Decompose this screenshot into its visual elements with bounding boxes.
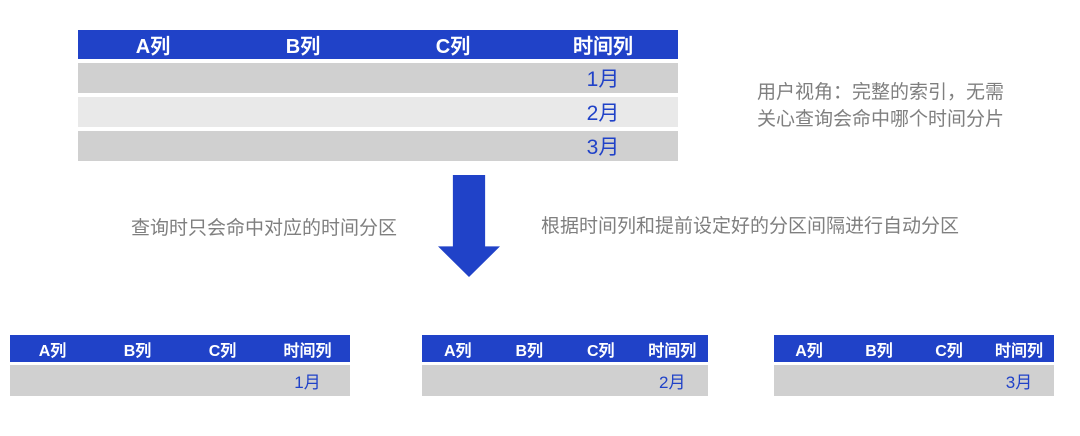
column-header-b: B列 (515, 342, 544, 360)
partition-table-february: A列 B列 C列 时间列 2月 (422, 335, 708, 396)
column-header-time: 时间列 (573, 36, 633, 58)
table-row: 1月 (78, 63, 678, 93)
cell-time-value: 3月 (586, 136, 620, 159)
column-header-a: A列 (135, 36, 171, 58)
table-row: 2月 (78, 97, 678, 127)
column-header-c: C列 (208, 342, 237, 360)
cell-time-value: 2月 (659, 373, 686, 392)
table-row: 3月 (78, 131, 678, 161)
column-header-b: B列 (865, 342, 893, 360)
main-table: A列 B列 C列 时间列 1月 2月 3月 (78, 30, 678, 161)
column-header-a: A列 (443, 342, 472, 360)
column-header-a: A列 (38, 342, 67, 360)
table-row: 2月 (422, 365, 708, 396)
cell-time-value: 1月 (294, 373, 321, 392)
column-header-time: 时间列 (994, 342, 1043, 360)
table-row: 1月 (10, 365, 350, 396)
column-header-c: C列 (586, 342, 615, 360)
main-table-header-row: A列 B列 C列 时间列 (78, 30, 678, 59)
user-view-note: 用户视角：完整的索引，无需 关心查询会命中哪个时间分片 (757, 79, 1057, 133)
down-arrow-icon (438, 175, 500, 277)
partition-table-header-row: A列 B列 C列 时间列 (422, 335, 708, 362)
auto-partition-caption: 根据时间列和提前设定好的分区间隔进行自动分区 (541, 216, 960, 237)
query-hit-caption: 查询时只会命中对应的时间分区 (131, 218, 398, 239)
user-view-note-line2: 关心查询会命中哪个时间分片 (757, 109, 1005, 130)
cell-time-value: 3月 (1005, 373, 1033, 392)
partition-table-march: A列 B列 C列 时间列 3月 (774, 335, 1054, 396)
column-header-time: 时间列 (648, 342, 697, 360)
column-header-time: 时间列 (283, 342, 332, 360)
user-view-note-line1: 用户视角：完整的索引，无需 (757, 82, 1005, 103)
column-header-a: A列 (795, 342, 823, 360)
partition-table-header-row: A列 B列 C列 时间列 (774, 335, 1054, 362)
column-header-c: C列 (435, 36, 471, 58)
column-header-b: B列 (285, 36, 321, 58)
cell-time-value: 2月 (586, 102, 620, 125)
partition-table-january: A列 B列 C列 时间列 1月 (10, 335, 350, 396)
column-header-c: C列 (935, 342, 963, 360)
table-row: 3月 (774, 365, 1054, 396)
partition-table-header-row: A列 B列 C列 时间列 (10, 335, 350, 362)
column-header-b: B列 (123, 342, 152, 360)
cell-time-value: 1月 (586, 68, 620, 91)
